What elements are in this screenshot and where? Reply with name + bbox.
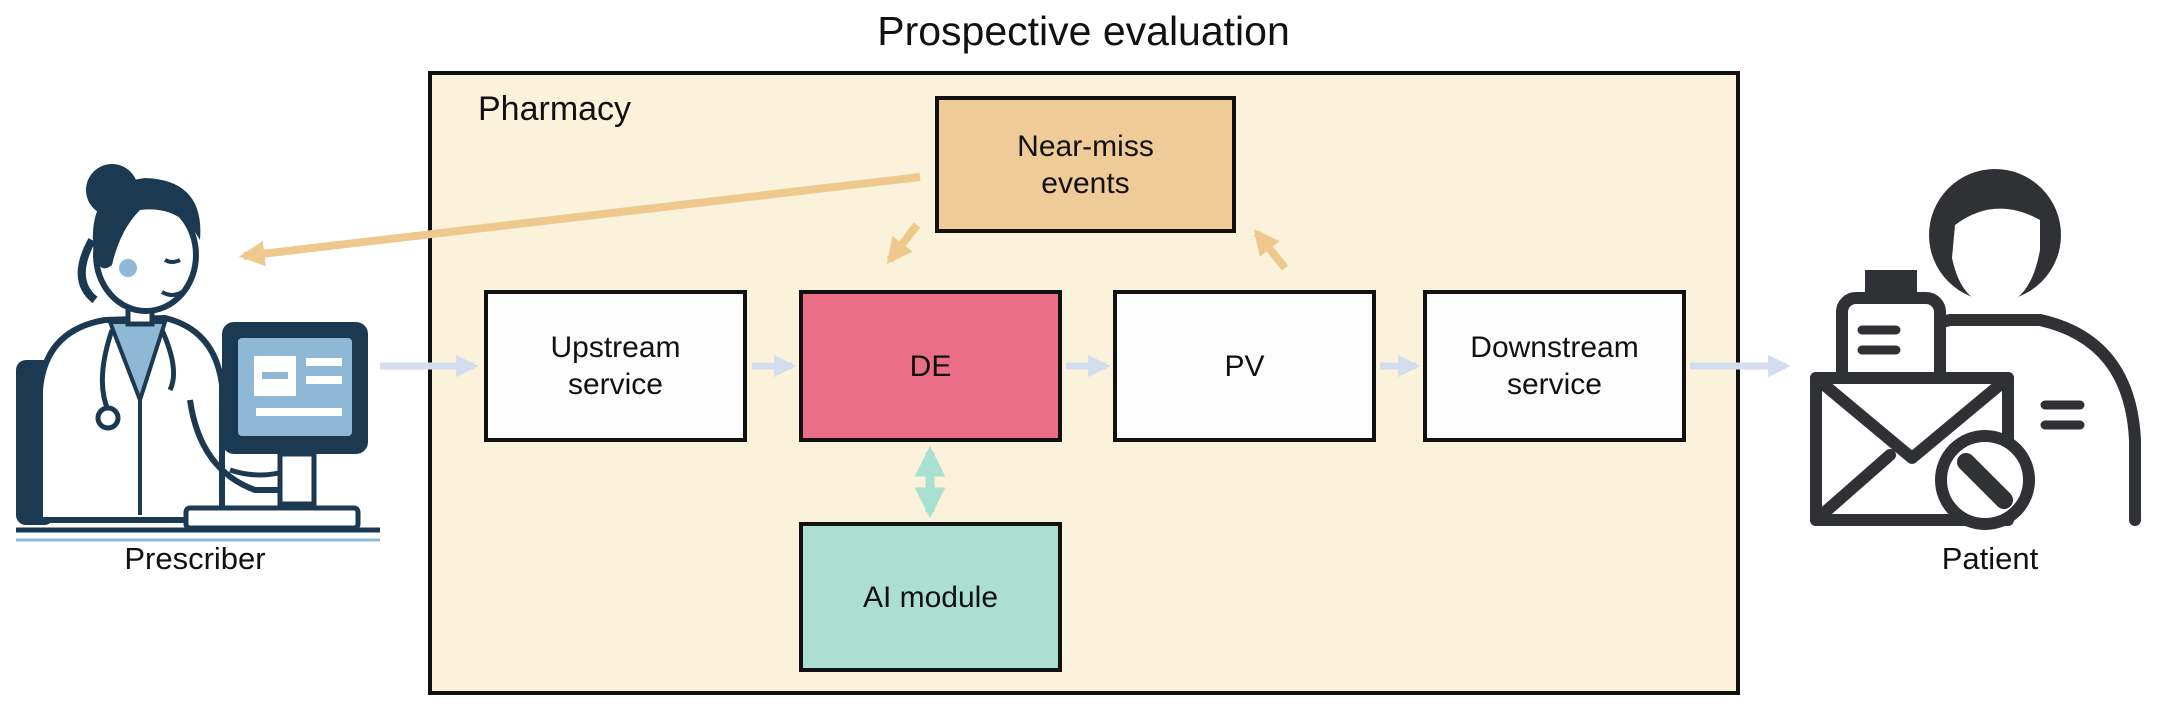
arrow-near-miss-to-de — [886, 222, 921, 265]
near-miss-events-label: Near-miss events — [1017, 129, 1154, 200]
upstream-service-label: Upstream service — [550, 331, 681, 401]
pv-box: PV — [1113, 290, 1376, 442]
patient-with-medication-package-icon — [1810, 169, 2141, 530]
near-miss-events-box: Near-miss events — [935, 96, 1236, 233]
arrow-near-miss-to-prescriber — [238, 173, 921, 267]
ai-module-box: AI module — [799, 522, 1062, 672]
patient-label: Patient — [1941, 541, 2039, 576]
arrow-pv-to-near-miss — [1253, 229, 1289, 271]
de-box: DE — [799, 290, 1062, 442]
doctor-at-computer-icon — [16, 164, 380, 542]
downstream-service-label: Downstream service — [1470, 331, 1639, 401]
upstream-service-box: Upstream service — [484, 290, 747, 442]
de-label: DE — [909, 349, 952, 383]
ai-module-label: AI module — [862, 580, 999, 614]
pharmacy-label: Pharmacy — [478, 90, 632, 128]
diagram-title: Prospective evaluation — [877, 8, 1290, 54]
pv-label: PV — [1224, 349, 1265, 383]
prescriber-label: Prescriber — [124, 541, 266, 576]
downstream-service-box: Downstream service — [1423, 290, 1686, 442]
